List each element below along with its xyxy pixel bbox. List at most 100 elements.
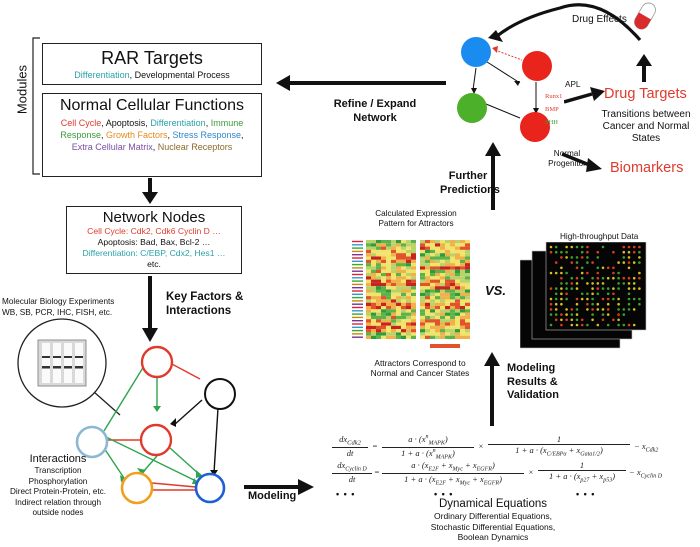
- heatmap-cell: [381, 279, 386, 283]
- heatmap-cell: [425, 319, 430, 323]
- heatmap-cell: [386, 286, 391, 290]
- gene-list: Runx1 BMP SHH: [545, 90, 562, 129]
- heatmap-cell: [411, 335, 416, 339]
- eq2-b-den-sub2: p53: [603, 477, 613, 484]
- heatmap-cell: [425, 312, 430, 316]
- heatmap-cell: [371, 269, 376, 273]
- heatmap-cell: [376, 325, 381, 330]
- heatmap-cell: [366, 276, 371, 280]
- heatmap-cell: [396, 289, 401, 293]
- heatmap-cell: [371, 249, 376, 254]
- heatmap-cell: [411, 292, 416, 297]
- microarray-spot: [632, 245, 636, 249]
- heatmap-cell: [381, 263, 386, 267]
- heatmap-cell: [391, 279, 396, 283]
- heatmap-cell: [450, 243, 455, 247]
- microarray-spot: [617, 308, 620, 311]
- heatmap-cell: [411, 296, 416, 300]
- heatmap-cell: [391, 309, 396, 313]
- gene-runx1: Runx1: [545, 93, 563, 100]
- heatmap-cell: [366, 289, 371, 293]
- heatmap-cell: [460, 289, 465, 293]
- heatmap-cell: [440, 263, 445, 267]
- heatmap-row-label: [352, 283, 363, 286]
- heatmap-cell: [425, 256, 430, 260]
- heatmap-cell: [420, 296, 425, 300]
- apl-node-red-bottom: [520, 112, 550, 142]
- heatmap-cell: [460, 332, 465, 336]
- eq1-b-num: 1: [488, 434, 630, 445]
- heatmap-cell: [366, 319, 371, 323]
- eq2-a-den-close: ): [499, 473, 502, 484]
- heatmap-cell: [450, 322, 455, 326]
- microarray-spot: [601, 287, 605, 290]
- heatmap-cell: [440, 276, 445, 280]
- heatmap-cell: [435, 256, 440, 260]
- heatmap-cell: [440, 332, 445, 336]
- node-top-red: [140, 345, 174, 379]
- microarray-spot: [560, 318, 563, 322]
- heatmap-cell: [386, 273, 391, 277]
- fn-sep6: ,: [152, 142, 158, 152]
- heatmap-cell: [406, 263, 411, 267]
- heatmap-cell: [420, 276, 425, 280]
- heatmap-cell: [401, 273, 406, 277]
- heatmap-cell: [376, 253, 381, 257]
- heatmap-cell: [420, 335, 425, 339]
- heatmap-cell: [465, 259, 470, 264]
- microarray-spot: [622, 323, 626, 327]
- heatmap-cell: [450, 335, 455, 339]
- heatmap-cell: [425, 253, 430, 257]
- heatmap-cell: [401, 279, 406, 283]
- normal-progenitor-label: Normal Progenitor: [542, 149, 592, 169]
- heatmap-cell: [430, 253, 435, 257]
- microarray-spot: [606, 287, 610, 290]
- heatmap-cell: [391, 325, 396, 330]
- microarray-spot: [632, 276, 636, 280]
- microarray-spot: [627, 302, 631, 306]
- heatmap-cell: [396, 329, 401, 333]
- heatmap-cell: [401, 335, 406, 339]
- eq1-a-close: ): [444, 434, 448, 444]
- heatmap-cell: [366, 273, 371, 277]
- biomarkers-label: Biomarkers: [610, 160, 684, 176]
- microarray-spot: [560, 297, 563, 301]
- mol-bio-line1: Molecular Biology Experiments: [2, 297, 115, 306]
- eq1-lhs-sub: Cdk2: [347, 439, 361, 447]
- microarray-spot: [580, 271, 584, 275]
- heatmap-cell: [381, 306, 386, 310]
- eq1-lhs-dt: dt: [346, 447, 354, 458]
- heatmap-cell: [420, 286, 425, 290]
- node-mid-red: [139, 423, 173, 457]
- heatmap-cell: [445, 309, 450, 313]
- heatmap-cell: [450, 263, 455, 267]
- dynamical-boolean: Boolean Dynamics: [457, 532, 529, 542]
- heatmap-cell: [371, 292, 376, 297]
- heatmap-cell: [376, 273, 381, 277]
- fn-nuclear-receptors: Nuclear Receptors: [157, 142, 233, 152]
- heatmap-cell: [465, 269, 470, 273]
- heatmap-cell: [371, 256, 376, 260]
- heatmap-cell: [371, 315, 376, 320]
- heatmap-cell: [401, 306, 406, 310]
- microarray-spot: [638, 271, 641, 275]
- heatmap-cell: [435, 286, 440, 290]
- heatmap-cell: [450, 249, 455, 254]
- heatmap-cell: [376, 269, 381, 273]
- heatmap-cell: [371, 332, 376, 336]
- heatmap-cell: [430, 256, 435, 260]
- arrow-up-results: [484, 352, 500, 426]
- heatmap-cell: [406, 296, 411, 300]
- edge-lightblue-to-orange: [103, 447, 125, 479]
- heatmap-cell: [435, 332, 440, 336]
- microarray-spot: [549, 297, 553, 301]
- heatmap-cell: [401, 249, 406, 254]
- microarray-spot: [560, 271, 563, 275]
- heatmap-row-label: [352, 247, 363, 249]
- heatmap-cell: [396, 240, 401, 244]
- heatmap-cell: [366, 335, 371, 339]
- microarray-spot: [554, 271, 558, 275]
- heatmap-cell: [460, 276, 465, 280]
- heatmap-cell: [381, 322, 386, 326]
- microarray-spot: [554, 302, 558, 306]
